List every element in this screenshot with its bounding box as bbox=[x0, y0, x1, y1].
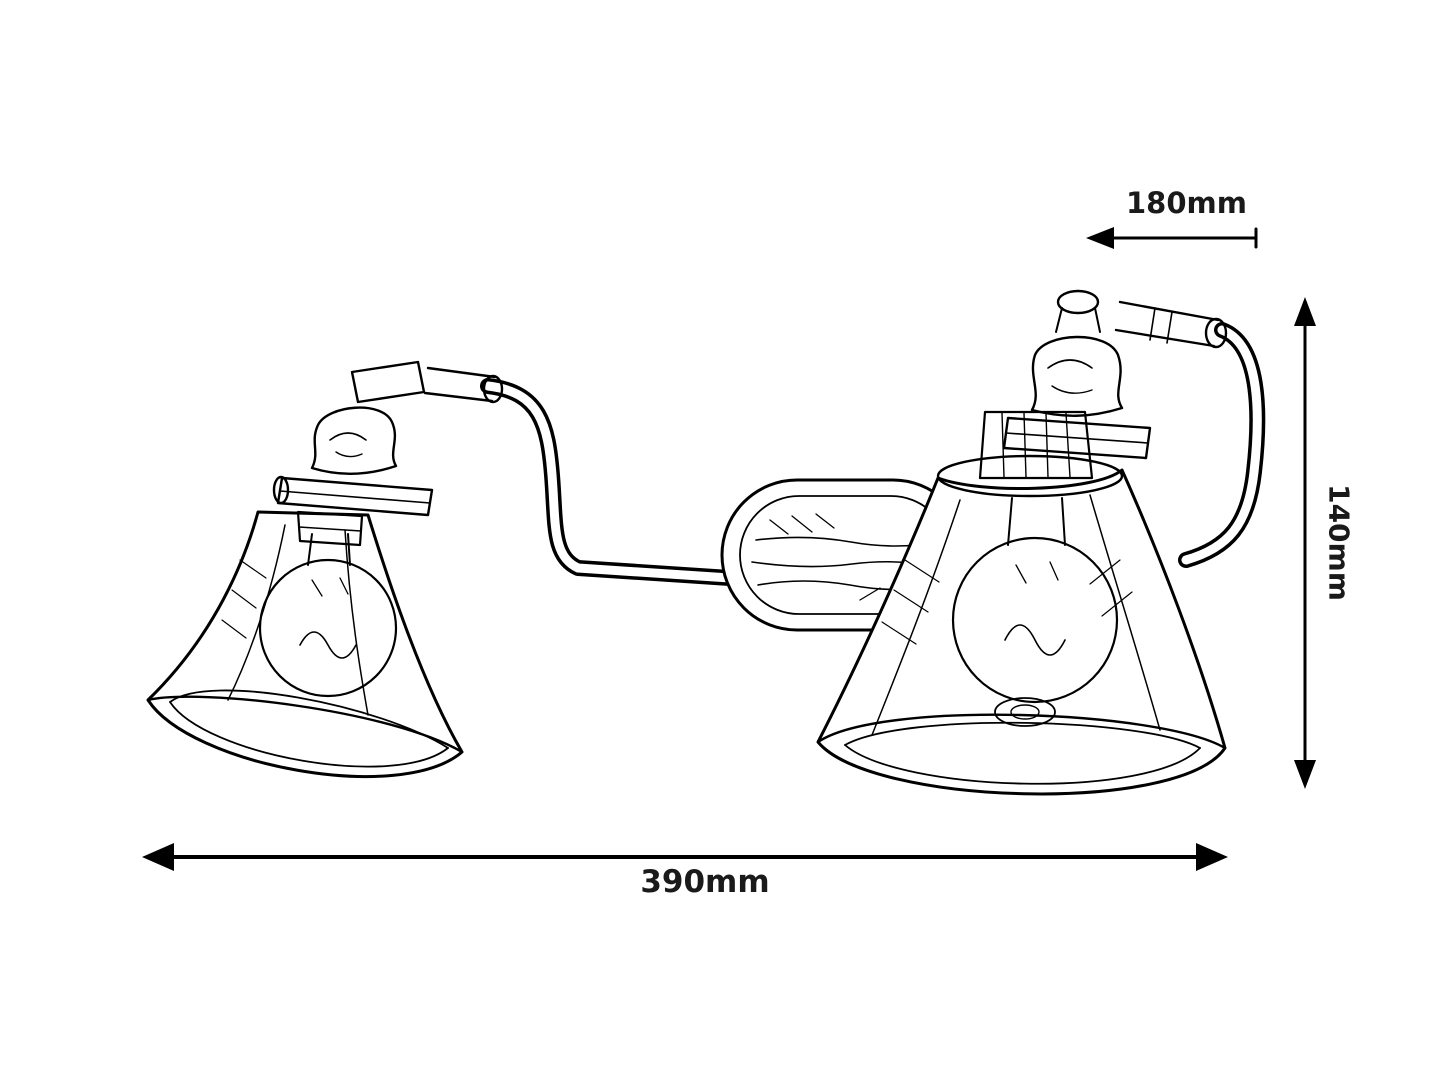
dimension-label-height: 140mm bbox=[1322, 484, 1356, 601]
dimension-arrow-height bbox=[1294, 297, 1316, 789]
dimension-arrow-depth bbox=[1086, 227, 1258, 249]
right-arm bbox=[1178, 322, 1266, 568]
left-fitting bbox=[272, 360, 504, 517]
left-bulb bbox=[258, 510, 398, 698]
left-arm bbox=[480, 378, 768, 588]
right-shade bbox=[816, 454, 1227, 796]
left-shade bbox=[146, 510, 464, 778]
dimension-label-depth: 180mm bbox=[1126, 186, 1247, 220]
right-fitting bbox=[1002, 289, 1228, 460]
dimension-label-width: 390mm bbox=[640, 864, 770, 900]
dimension-arrow-width bbox=[142, 843, 1228, 871]
right-bulb bbox=[951, 410, 1119, 727]
